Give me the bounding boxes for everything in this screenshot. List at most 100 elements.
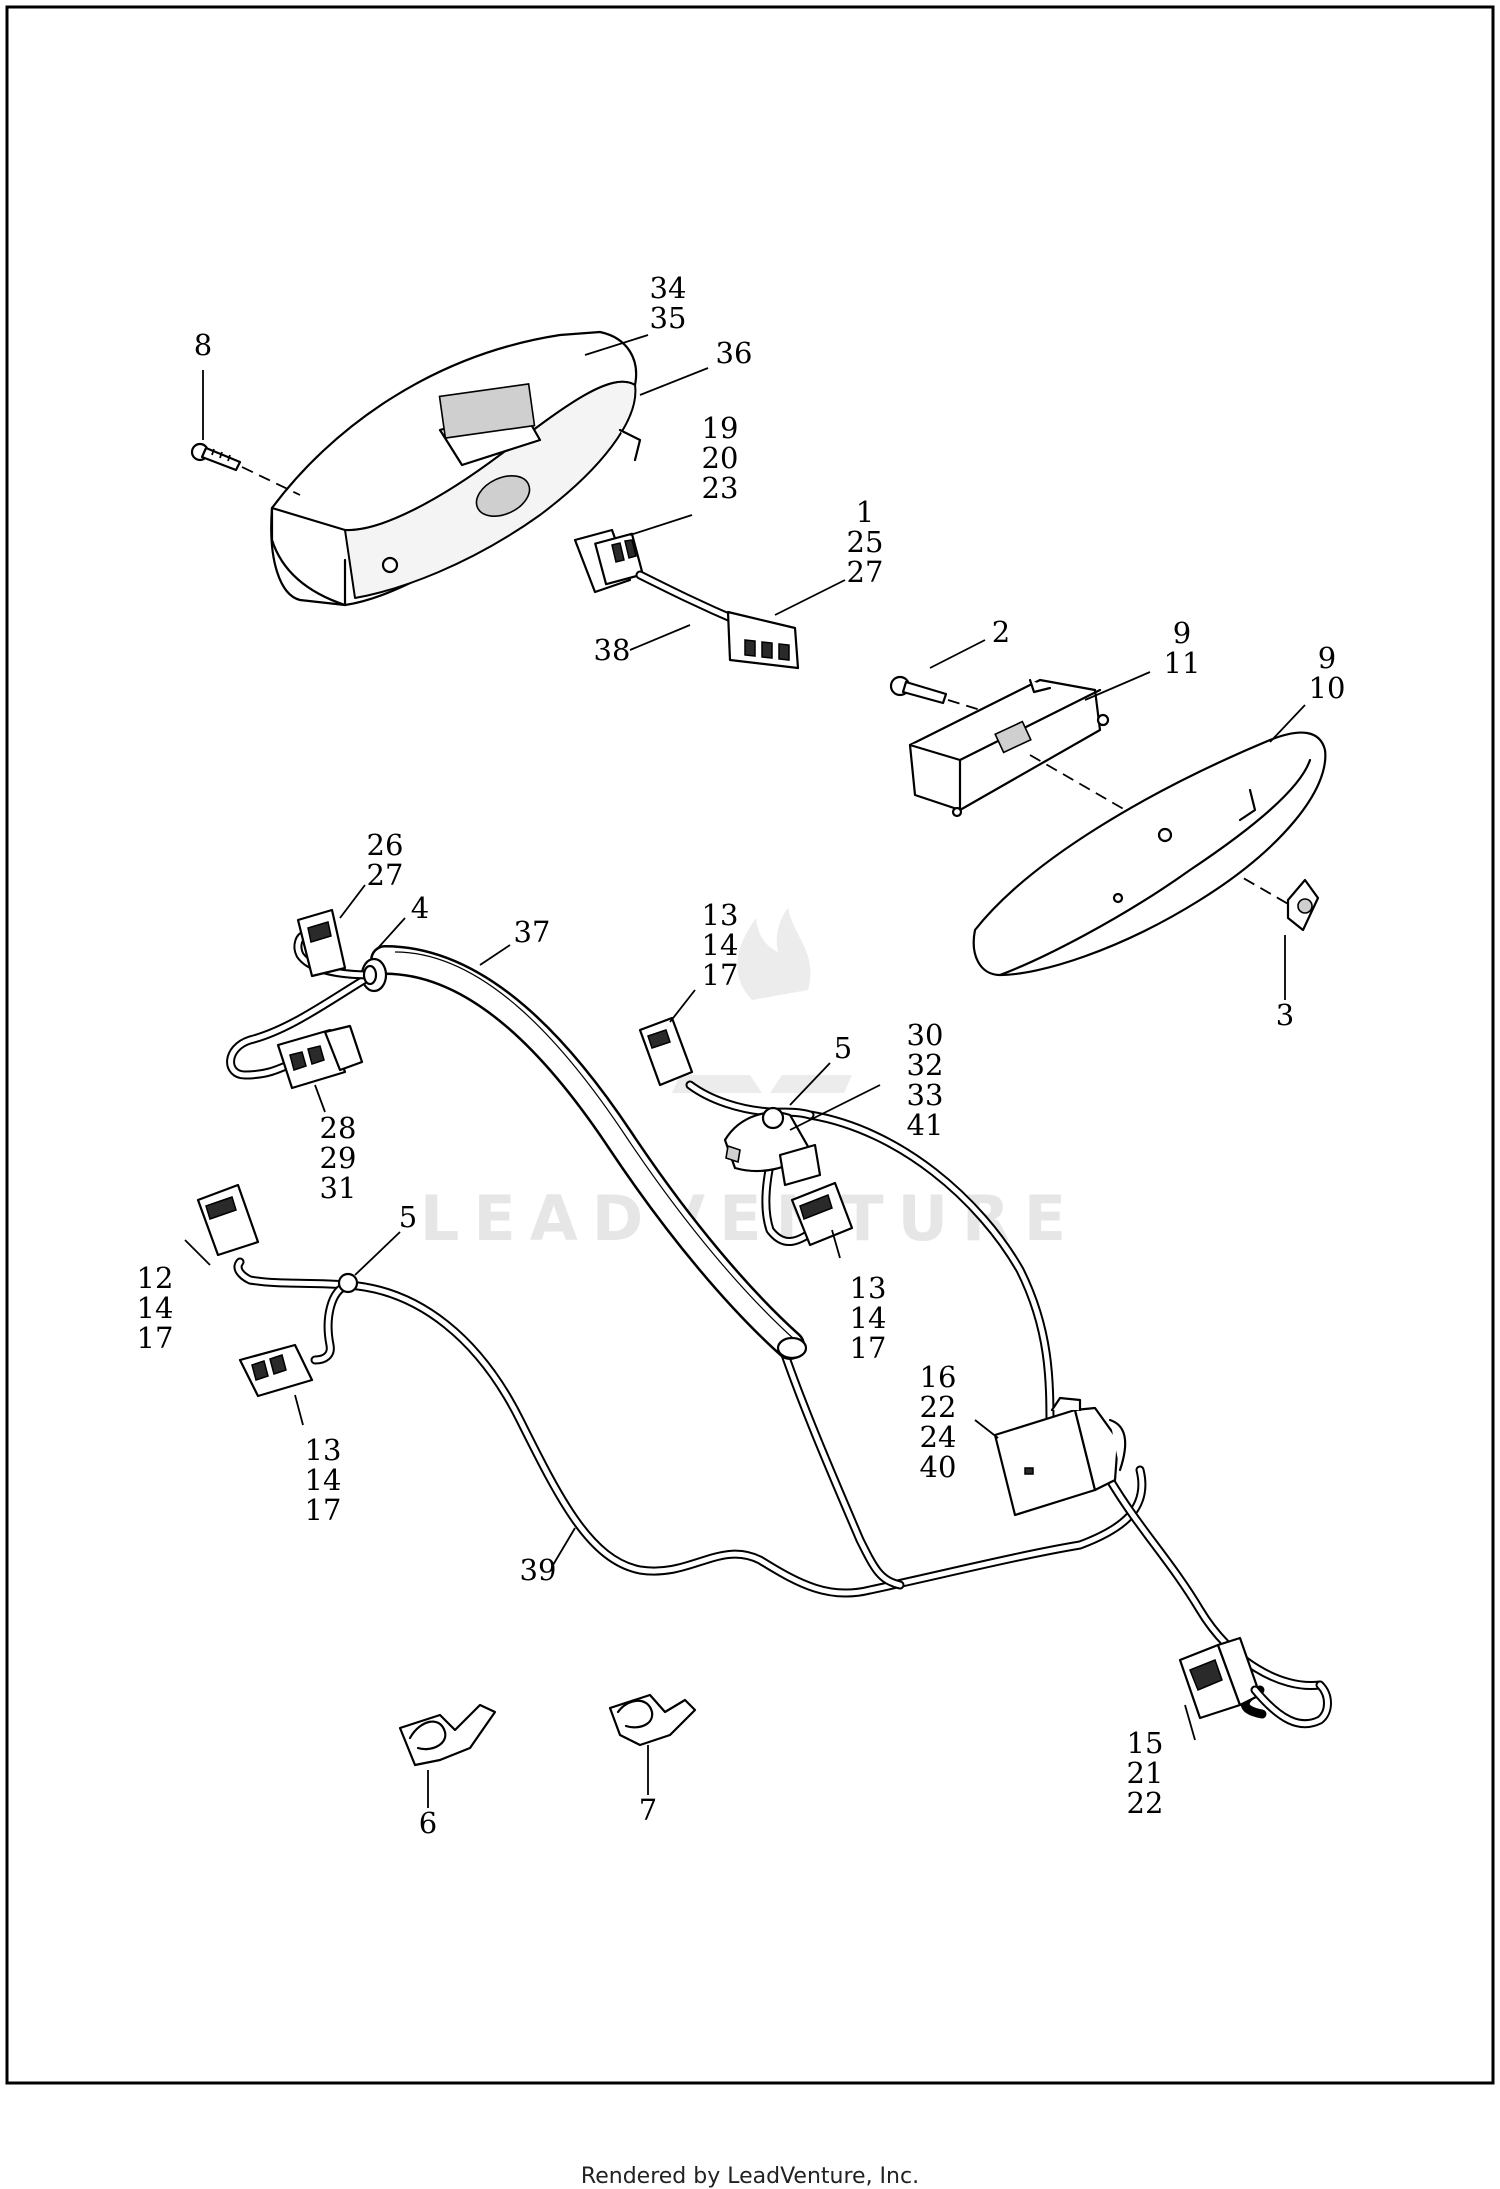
callout-5-middle: 5 (834, 1031, 852, 1065)
svg-text:22: 22 (1127, 1786, 1164, 1820)
svg-text:19: 19 (702, 411, 739, 445)
diagram-frame (5, 5, 1495, 2085)
svg-text:28: 28 (320, 1111, 357, 1145)
screw-8 (190, 442, 242, 472)
svg-text:10: 10 (1309, 671, 1346, 705)
callout-38: 38 (594, 633, 631, 667)
branch-middle (638, 1016, 854, 1247)
callout-2: 2 (992, 615, 1010, 649)
svg-text:23: 23 (702, 471, 739, 505)
svg-text:34: 34 (650, 271, 687, 305)
svg-text:2: 2 (992, 615, 1010, 649)
main-harness (343, 1110, 1325, 1719)
callout-26-27: 26 27 (367, 828, 404, 892)
svg-text:17: 17 (305, 1493, 342, 1527)
svg-text:16: 16 (920, 1360, 957, 1394)
callout-12-14-17: 12 14 17 (137, 1261, 174, 1355)
clip-nut-3 (1286, 878, 1320, 932)
clip-6 (398, 1703, 497, 1767)
callout-28-29-31: 28 29 31 (320, 1111, 357, 1205)
callout-16-22-24-40: 16 22 24 40 (920, 1360, 957, 1484)
svg-text:25: 25 (847, 525, 884, 559)
axis-line-9 (1029, 754, 1291, 906)
svg-text:32: 32 (907, 1048, 944, 1082)
svg-text:30: 30 (907, 1018, 944, 1052)
callout-15-21-22: 15 21 22 (1127, 1726, 1164, 1820)
footer-credit: Rendered by LeadVenture, Inc. (580, 2164, 920, 2189)
svg-text:6: 6 (419, 1806, 437, 1840)
watermark-logo (672, 908, 852, 1093)
svg-text:5: 5 (399, 1200, 417, 1234)
svg-text:22: 22 (920, 1390, 957, 1424)
svg-text:4: 4 (411, 891, 429, 925)
svg-text:26: 26 (367, 828, 404, 862)
screw-2 (889, 675, 948, 705)
svg-text:14: 14 (850, 1301, 887, 1335)
svg-text:12: 12 (137, 1261, 174, 1295)
svg-text:17: 17 (702, 958, 739, 992)
svg-text:20: 20 (702, 441, 739, 475)
svg-text:8: 8 (194, 328, 212, 362)
lamp-housing (270, 330, 642, 607)
svg-text:9: 9 (1318, 641, 1336, 675)
svg-text:7: 7 (639, 1793, 657, 1827)
svg-text:27: 27 (847, 555, 884, 589)
svg-text:35: 35 (650, 301, 687, 335)
lamp-socket-connector (573, 528, 800, 670)
svg-text:1: 1 (856, 495, 874, 529)
svg-text:37: 37 (514, 915, 551, 949)
svg-text:13: 13 (702, 898, 739, 932)
svg-text:36: 36 (716, 336, 753, 370)
svg-text:31: 31 (320, 1171, 357, 1205)
main-connector (993, 1396, 1127, 1517)
callout-34-35: 34 35 (650, 271, 687, 335)
callout-13-14-17-left: 13 14 17 (305, 1433, 342, 1527)
svg-text:38: 38 (594, 633, 631, 667)
clip-7 (608, 1693, 697, 1747)
svg-text:3: 3 (1276, 998, 1294, 1032)
connector-15 (1178, 1636, 1332, 1729)
svg-text:21: 21 (1127, 1756, 1164, 1790)
callout-13-14-17-upper: 13 14 17 (702, 898, 739, 992)
svg-text:24: 24 (920, 1420, 957, 1454)
callout-9-10: 9 10 (1309, 641, 1346, 705)
callout-8: 8 (194, 328, 212, 362)
callout-13-14-17-right: 13 14 17 (850, 1271, 887, 1365)
callout-5-left: 5 (399, 1200, 417, 1234)
branch-left-lower (196, 1183, 359, 1398)
svg-text:9: 9 (1173, 616, 1191, 650)
svg-text:17: 17 (137, 1321, 174, 1355)
svg-text:39: 39 (520, 1553, 557, 1587)
svg-text:29: 29 (320, 1141, 357, 1175)
svg-text:13: 13 (850, 1271, 887, 1305)
callout-6: 6 (419, 1806, 437, 1840)
svg-text:17: 17 (850, 1331, 887, 1365)
lamp-lens (972, 731, 1327, 977)
callout-4: 4 (411, 891, 429, 925)
svg-text:5: 5 (834, 1031, 852, 1065)
leader-lines (184, 334, 1306, 1808)
harness-sleeve (360, 945, 808, 1360)
svg-text:33: 33 (907, 1078, 944, 1112)
svg-text:13: 13 (305, 1433, 342, 1467)
callout-7: 7 (639, 1793, 657, 1827)
svg-text:27: 27 (367, 858, 404, 892)
callout-36: 36 (716, 336, 753, 370)
callout-30-32-33-41: 30 32 33 41 (907, 1018, 944, 1142)
svg-text:15: 15 (1127, 1726, 1164, 1760)
branch-top-left (226, 908, 378, 1090)
axis-line-8 (241, 466, 301, 496)
svg-text:41: 41 (907, 1108, 944, 1142)
svg-text:14: 14 (702, 928, 739, 962)
callout-9-11: 9 11 (1164, 616, 1201, 680)
svg-text:40: 40 (920, 1450, 957, 1484)
callout-3: 3 (1276, 998, 1294, 1032)
callout-37: 37 (514, 915, 551, 949)
svg-text:14: 14 (305, 1463, 342, 1497)
svg-text:11: 11 (1164, 646, 1201, 680)
callout-39: 39 (520, 1553, 557, 1587)
lamp-bracket (908, 678, 1110, 818)
callout-19-20-23: 19 20 23 (702, 411, 739, 505)
callout-1-25-27: 1 25 27 (847, 495, 884, 589)
